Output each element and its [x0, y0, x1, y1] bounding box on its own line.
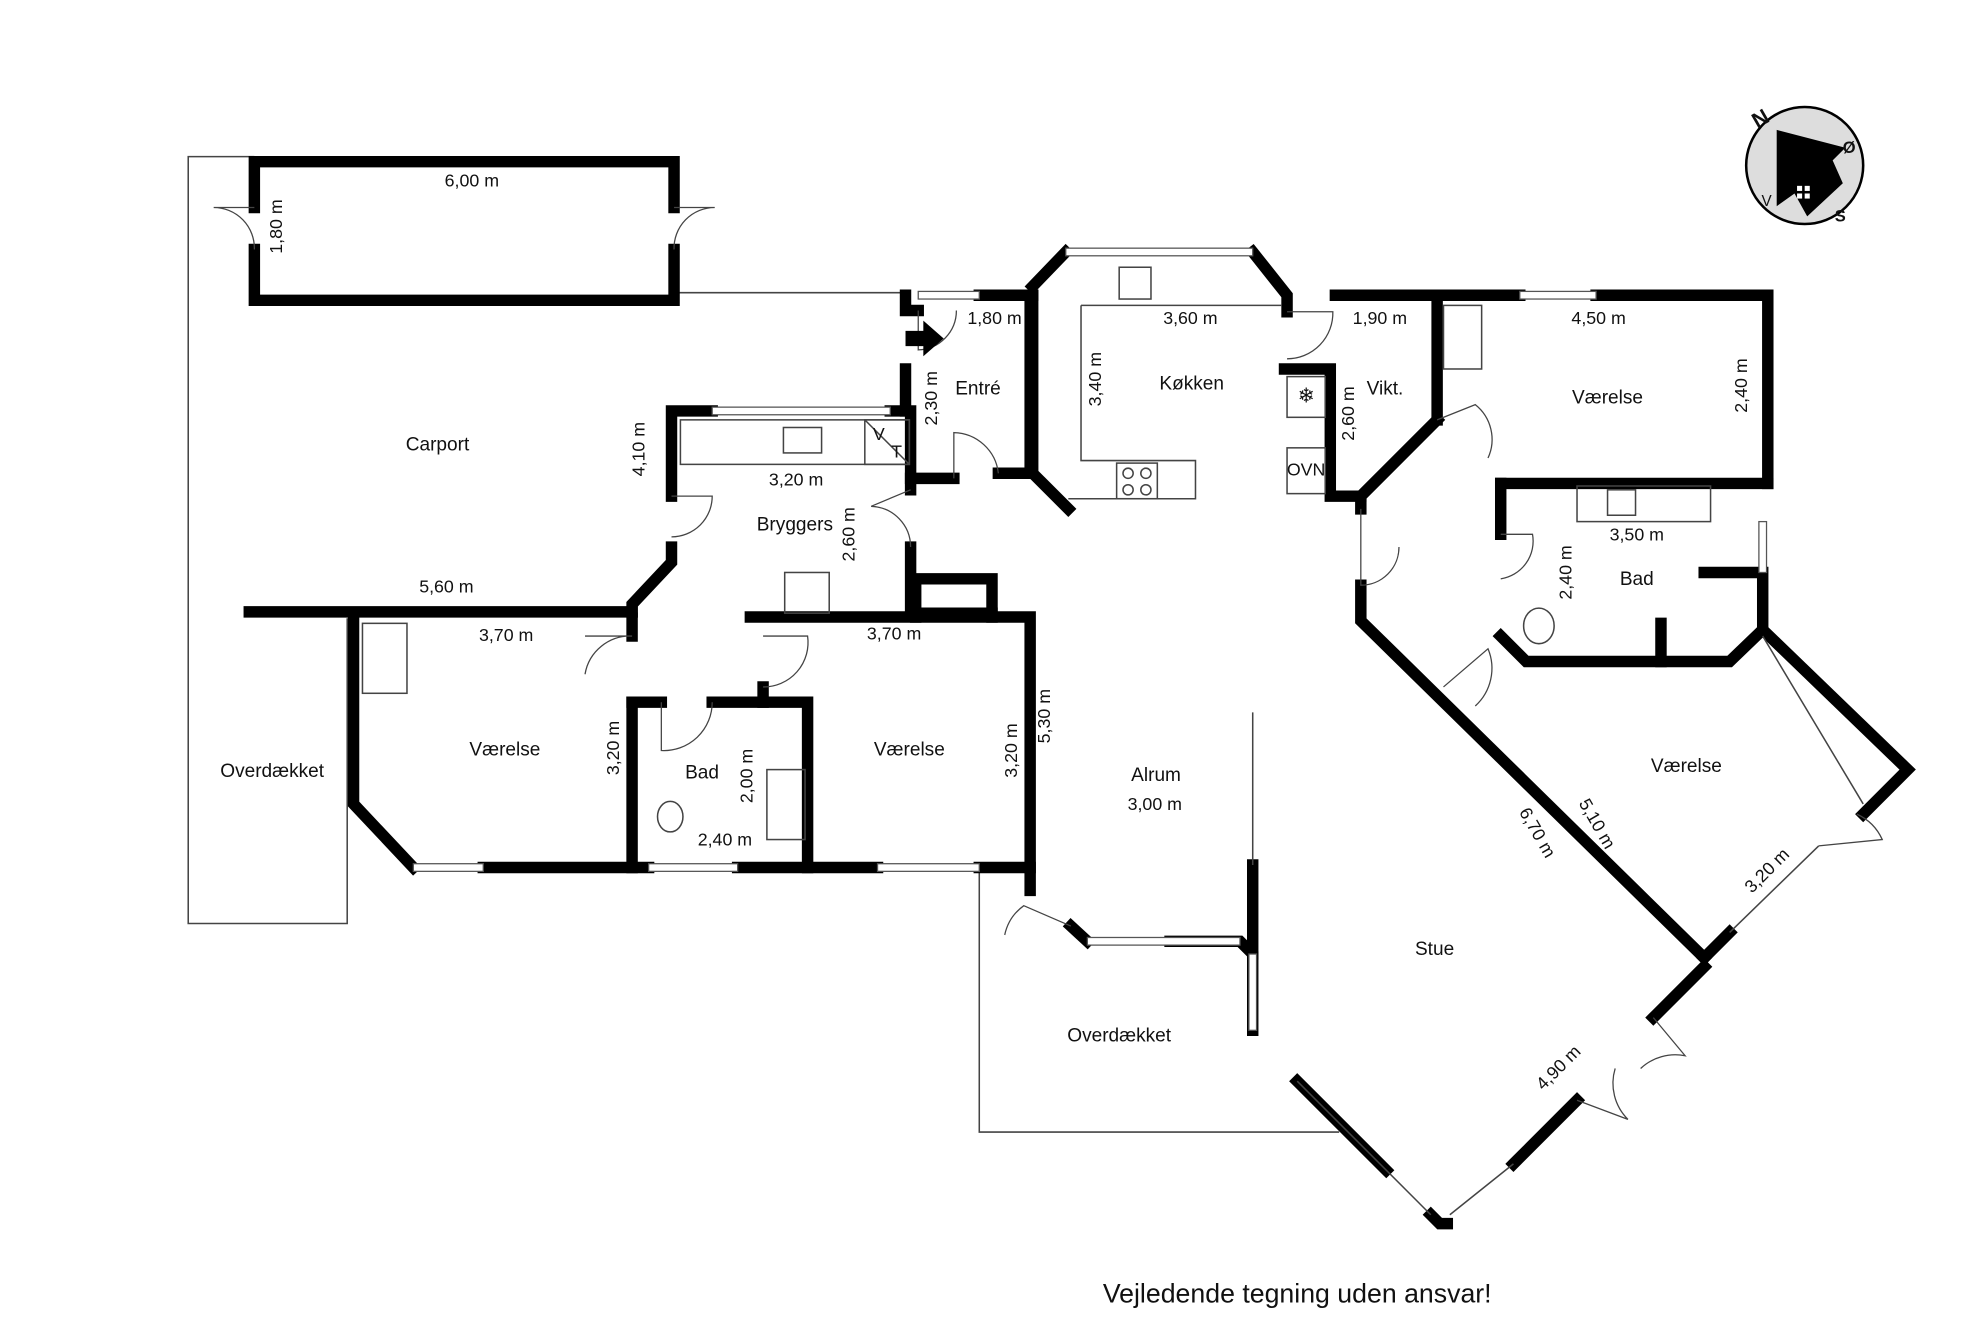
dim-label: 2,40 m	[1556, 545, 1576, 599]
washer-label: V	[873, 424, 885, 444]
dim-label: 3,60 m	[1163, 308, 1217, 328]
room-labels: Carport Overdækket Værelse Bad Værelse B…	[220, 373, 1722, 1046]
dim-label: 4,10 m	[628, 422, 648, 476]
doors	[213, 206, 1884, 1120]
dim-label: 5,30 m	[1034, 689, 1054, 743]
toilet-icon-2	[656, 800, 684, 833]
dim-label: 2,60 m	[838, 507, 858, 561]
dim-label: 2,40 m	[1731, 358, 1751, 412]
compass-south: S	[1835, 206, 1846, 225]
room-vaerelse-e: Værelse	[1651, 756, 1722, 777]
room-entre: Entré	[955, 378, 1001, 399]
fixtures: V T ❄ OVN	[361, 266, 1712, 841]
dim-label: 3,20 m	[1001, 723, 1021, 777]
dim-label: 3,20 m	[769, 470, 823, 490]
room-koekken: Køkken	[1159, 373, 1224, 394]
kitchen-sink-icon	[1118, 266, 1152, 300]
dim-label: 6,00 m	[445, 171, 499, 191]
windows	[412, 247, 1864, 1216]
oven-label: OVN	[1287, 459, 1326, 479]
compass: N Ø S V	[1744, 104, 1865, 225]
room-stue: Stue	[1415, 939, 1454, 960]
dim-label: 3,70 m	[479, 625, 533, 645]
room-overdaekket-bottom: Overdækket	[1067, 1026, 1172, 1047]
dim-label: 3,00 m	[1128, 794, 1182, 814]
dim-label: 5,60 m	[419, 576, 473, 596]
dim-label: 4,90 m	[1532, 1041, 1585, 1094]
dim-label: 3,40 m	[1085, 352, 1105, 406]
room-carport: Carport	[406, 434, 470, 455]
sink-icon	[782, 426, 823, 454]
room-alrum: Alrum	[1131, 765, 1181, 786]
outdoor-outlines	[187, 155, 1340, 1133]
dim-label: 1,90 m	[1353, 308, 1407, 328]
dim-label: 3,20 m	[603, 721, 623, 775]
compass-west: V	[1761, 193, 1772, 210]
bad-sink-icon	[1606, 489, 1637, 517]
dim-label: 4,50 m	[1571, 308, 1625, 328]
room-bad-e: Bad	[1620, 569, 1654, 590]
room-bryggers: Bryggers	[757, 514, 833, 535]
dim-label: 1,80 m	[266, 199, 286, 253]
toilet-icon	[1522, 607, 1555, 645]
walls	[243, 155, 1916, 1230]
stove-icon	[1115, 462, 1159, 500]
room-vaerelse-ne: Værelse	[1572, 387, 1643, 408]
snowflake-icon: ❄	[1298, 385, 1315, 407]
room-vaerelse-sw: Værelse	[469, 740, 540, 761]
dim-label: 3,70 m	[867, 623, 921, 643]
dim-label: 2,60 m	[1338, 386, 1358, 440]
dim-label: 2,30 m	[921, 371, 941, 425]
entrance-arrow-icon	[905, 320, 944, 357]
room-bad-s: Bad	[685, 762, 719, 783]
dim-label: 2,40 m	[698, 830, 752, 850]
room-overdaekket-left: Overdækket	[220, 761, 325, 782]
room-vikt: Vikt.	[1367, 378, 1404, 399]
house-arrow-icon	[1776, 129, 1846, 217]
freezer-icon	[1286, 375, 1326, 419]
room-vaerelse-s: Værelse	[874, 740, 945, 761]
dim-label: 1,80 m	[967, 308, 1021, 328]
dim-label: 3,50 m	[1610, 524, 1664, 544]
dryer-label: T	[891, 442, 902, 462]
disclaimer-text: Vejledende tegning uden ansvar!	[1103, 1278, 1492, 1308]
dim-label: 2,00 m	[737, 749, 757, 803]
dim-label: 3,20 m	[1741, 844, 1794, 897]
compass-east: Ø	[1843, 138, 1856, 157]
